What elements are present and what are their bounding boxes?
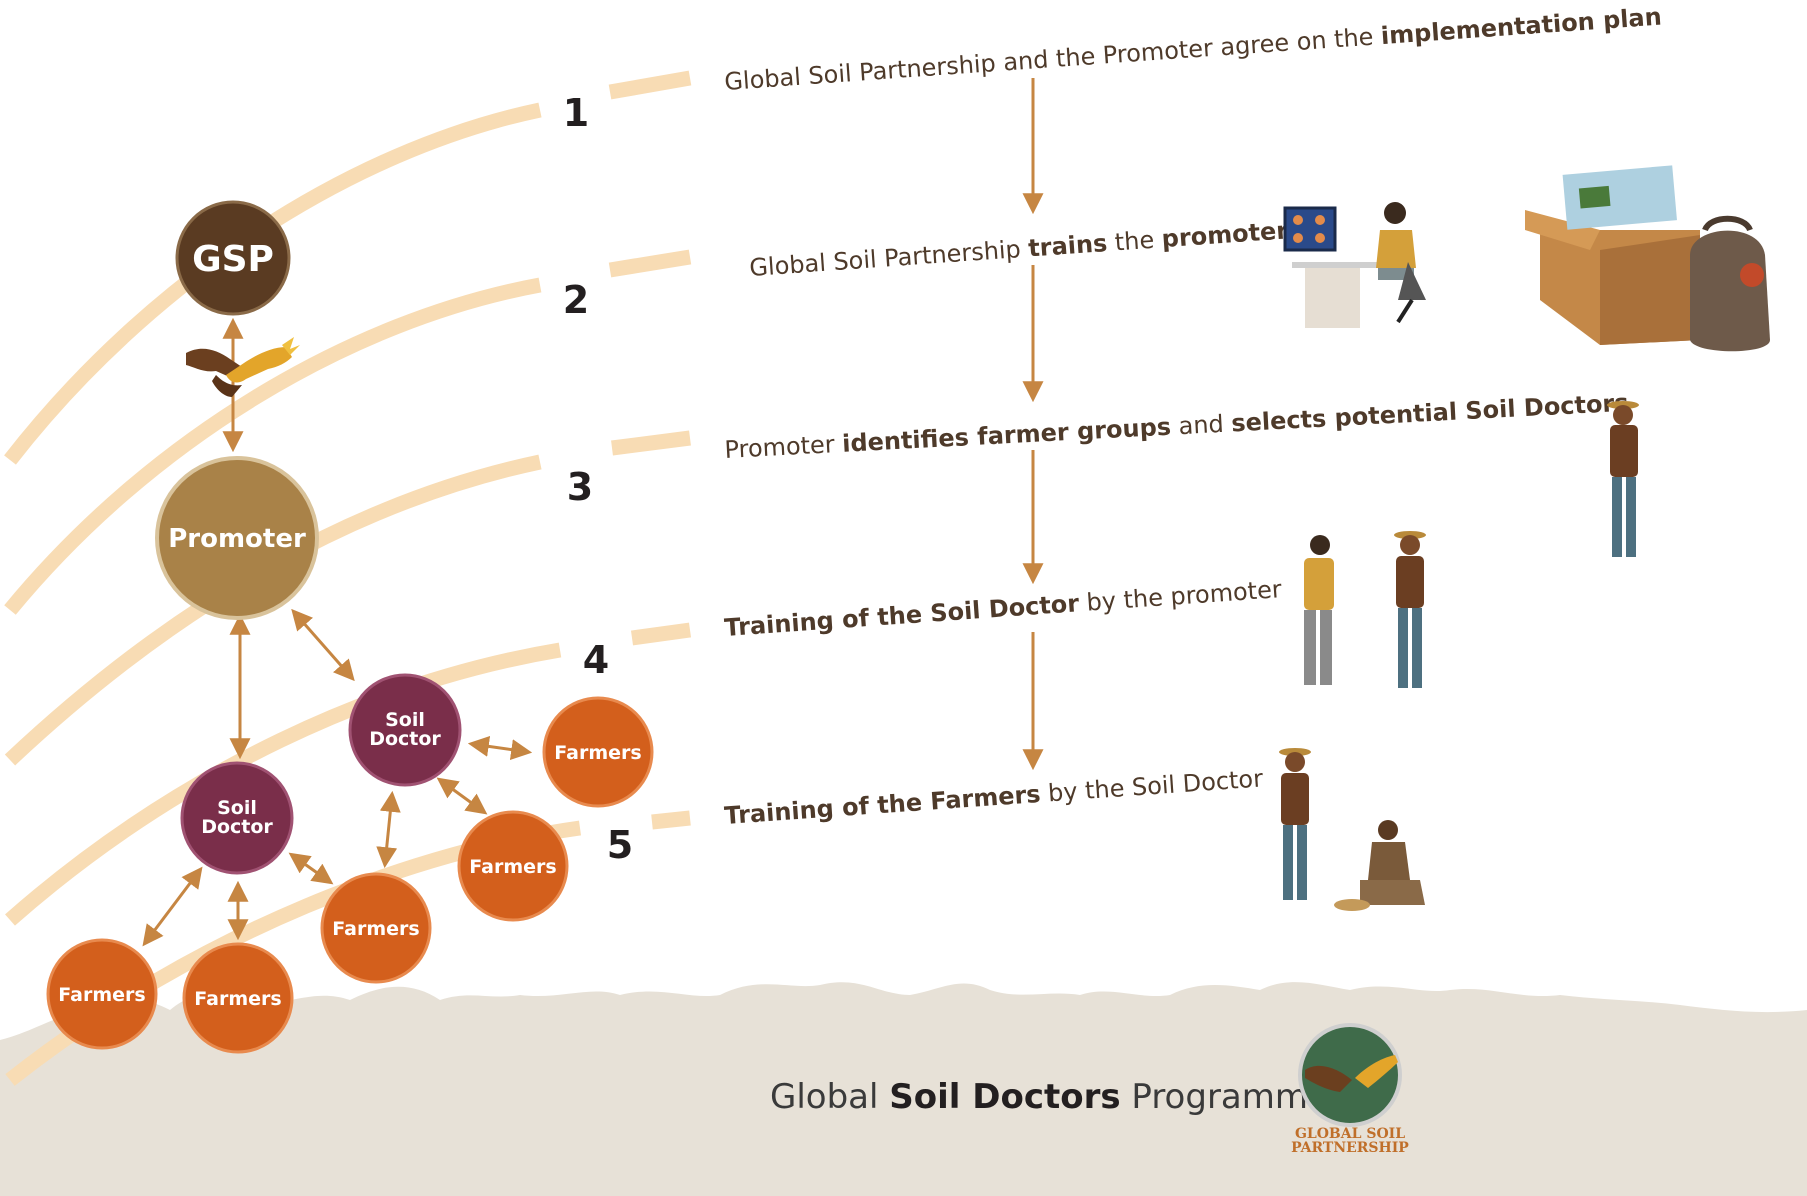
soil-doctor-label-line2: Doctor	[369, 728, 441, 750]
step-number-2: 2	[563, 278, 589, 322]
step-4-text: Training of the Soil Doctor by the promo…	[723, 575, 1282, 642]
programme-title: Global Soil Doctors Programme	[770, 1077, 1329, 1117]
network-arrows	[142, 317, 533, 947]
kit-box-illustration	[1525, 165, 1700, 345]
arc-3-right	[611, 430, 691, 456]
farmers-node: Farmers	[542, 696, 654, 808]
gsp-logo: GLOBAL SOIL PARTNERSHIP	[1291, 1023, 1409, 1156]
soil-doctor-node: Soil Doctor	[180, 761, 294, 875]
step-number-3: 3	[567, 465, 593, 509]
arc-4-right	[630, 622, 692, 646]
farmers-node: Farmers	[46, 938, 158, 1050]
farmers-label: Farmers	[332, 918, 419, 940]
arc-4	[5, 642, 562, 926]
arc-2	[4, 277, 542, 615]
handshake-icon	[186, 337, 300, 397]
promoter-node: Promoter	[155, 456, 319, 620]
soil-doctor-label-line1: Soil	[385, 709, 425, 731]
arc-5-right	[651, 810, 691, 830]
farmers-node: Farmers	[320, 872, 432, 984]
farmers-label: Farmers	[469, 856, 556, 878]
backpack-illustration	[1690, 215, 1770, 352]
step-1-text: Global Soil Partnership and the Promoter…	[723, 3, 1662, 96]
step-number-4: 4	[583, 638, 609, 682]
arc-1-right	[608, 70, 692, 100]
soil-doctor-figure-illustration	[1607, 401, 1639, 557]
soil-doctor-node: Soil Doctor	[348, 673, 462, 787]
trainer-at-desk-illustration	[1283, 202, 1426, 328]
step-number-5: 5	[607, 823, 633, 867]
farmers-label: Farmers	[58, 984, 145, 1006]
farmers-node: Farmers	[457, 810, 569, 922]
gsp-node: GSP	[175, 200, 291, 316]
step-3-text: Promoter identifies farmer groups and se…	[724, 389, 1629, 464]
training-soil-doctor-illustration	[1304, 531, 1426, 688]
soil-doctor-label-line1: Soil	[217, 797, 257, 819]
step-number-1: 1	[563, 91, 589, 135]
gsp-logo-line2: PARTNERSHIP	[1291, 1140, 1409, 1156]
gsp-label: GSP	[192, 239, 274, 280]
farmers-node: Farmers	[182, 942, 294, 1054]
gsp-logo-line1: GLOBAL SOIL	[1295, 1126, 1405, 1142]
soil-doctor-label-line2: Doctor	[201, 816, 273, 838]
farmers-label: Farmers	[554, 742, 641, 764]
promoter-label: Promoter	[168, 524, 306, 554]
farmers-label: Farmers	[194, 988, 281, 1010]
arc-2-right	[608, 249, 692, 278]
step-5-text: Training of the Farmers by the Soil Doct…	[723, 764, 1264, 830]
training-farmers-illustration	[1279, 748, 1425, 911]
step-2-text: Global Soil Partnership trains the promo…	[748, 216, 1289, 282]
